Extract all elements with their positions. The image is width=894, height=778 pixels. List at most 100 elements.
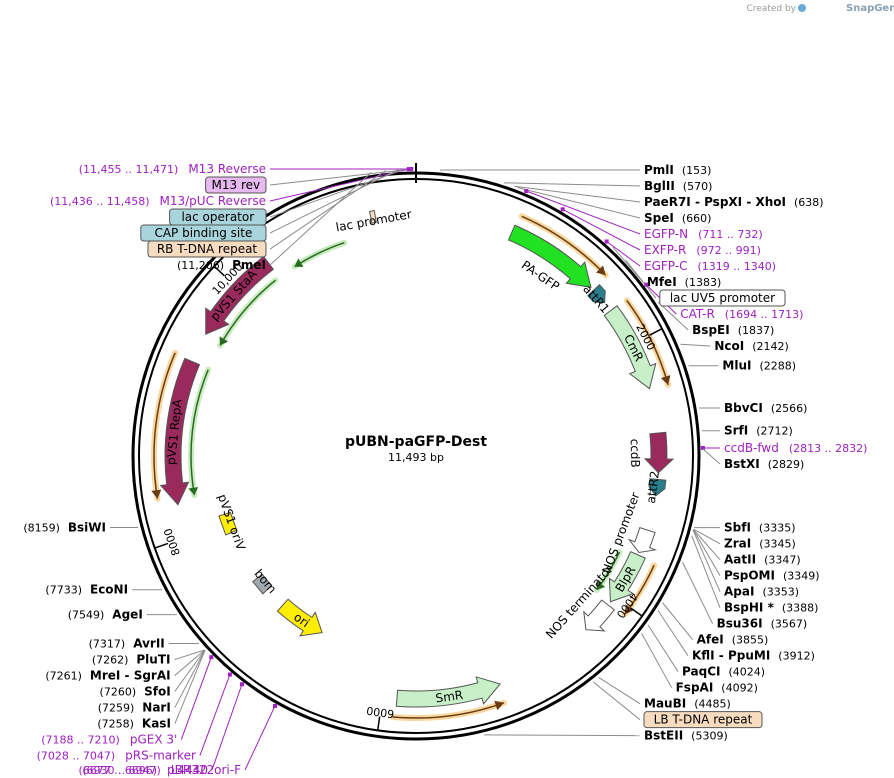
label-box-m13-rev[interactable]: M13 rev bbox=[205, 176, 267, 194]
site-label: BglII(570) bbox=[644, 179, 712, 193]
label-primer-egfp-n[interactable]: EGFP-N(711 .. 732) bbox=[644, 227, 763, 241]
primer-mark bbox=[227, 672, 232, 677]
label-site-sfoi[interactable]: (7260)SfoI bbox=[100, 685, 171, 699]
label-site-avrii[interactable]: (7317)AvrII bbox=[89, 637, 165, 651]
label-site-afei[interactable]: AfeI(3855) bbox=[697, 633, 769, 647]
label-site-pspomi[interactable]: PspOMI(3349) bbox=[724, 569, 820, 583]
feature-blpr[interactable] bbox=[608, 550, 646, 603]
feature-label-nos-terminator: NOS terminator bbox=[543, 562, 616, 641]
feature-label-pvs1-oriv: pVS1 oriV bbox=[215, 492, 248, 553]
label-site-paer7i[interactable]: PaeR7I - PspXI - XhoI(638) bbox=[644, 195, 824, 209]
feature-attr2[interactable] bbox=[648, 478, 667, 497]
feature-pvs1-staa[interactable] bbox=[205, 255, 275, 335]
label-primer-prs-marker[interactable]: (7028 .. 7047)pRS-marker bbox=[37, 749, 196, 763]
label-site-bsteii[interactable]: BstEII(5309) bbox=[644, 729, 728, 743]
feature-ori[interactable] bbox=[276, 598, 323, 637]
primer-label: ccdB-fwd(2813 .. 2832) bbox=[724, 441, 867, 455]
feature-nos-terminator[interactable] bbox=[583, 599, 616, 632]
feature-pa-gfp[interactable] bbox=[507, 224, 592, 288]
site-label: (7549)AgeI bbox=[68, 608, 143, 622]
label-primer-ccdb-fwd[interactable]: ccdB-fwd(2813 .. 2832) bbox=[724, 441, 867, 455]
label-box-lb-t-dna-repeat[interactable]: LB T-DNA repeat bbox=[643, 711, 763, 729]
leader-line bbox=[244, 705, 276, 771]
label-site-bspei[interactable]: BspEI(1837) bbox=[692, 323, 774, 337]
feature-smr[interactable] bbox=[395, 676, 501, 708]
box-label-text: RB T-DNA repeat bbox=[157, 242, 258, 256]
label-site-pmei[interactable]: (11,206)PmeI bbox=[177, 258, 266, 272]
label-site-bglii[interactable]: BglII(570) bbox=[644, 179, 712, 193]
site-label: MluI(2288) bbox=[722, 359, 796, 373]
label-primer-m13-reverse[interactable]: (11,455 .. 11,471)M13 Reverse bbox=[79, 162, 266, 176]
label-site-pluti[interactable]: (7262)PluTI bbox=[92, 653, 171, 667]
feature-nos-promoter[interactable] bbox=[627, 527, 658, 554]
label-site-kasi[interactable]: (7258)KasI bbox=[97, 717, 171, 731]
plasmid-name: pUBN-paGFP-Dest bbox=[345, 434, 487, 450]
primer-label: (11,455 .. 11,471)M13 Reverse bbox=[79, 162, 266, 176]
leader-line bbox=[174, 649, 205, 676]
label-primer-exfp-r[interactable]: EXFP-R(972 .. 991) bbox=[644, 243, 761, 257]
label-site-ncoi[interactable]: NcoI(2142) bbox=[714, 339, 788, 353]
leader-layer bbox=[110, 167, 721, 771]
label-site-apai[interactable]: ApaI(3353) bbox=[724, 585, 799, 599]
label-site-bsu36i[interactable]: Bsu36I(3567) bbox=[717, 617, 808, 631]
label-box-lac-uv5-promoter[interactable]: lac UV5 promoter bbox=[659, 289, 786, 307]
feature-ccdb[interactable] bbox=[643, 431, 675, 474]
feature-pvs1-oriv[interactable] bbox=[218, 511, 238, 536]
label-site-maubi[interactable]: MauBI(4485) bbox=[644, 697, 731, 711]
label-site-bbvci[interactable]: BbvCI(2566) bbox=[724, 401, 807, 415]
label-primer-pbr322ori-f[interactable]: (6677 .. 6696)pBR322ori-F bbox=[78, 763, 241, 777]
label-site-mrei-sgrai[interactable]: (7261)MreI - SgrAI bbox=[45, 669, 170, 683]
label-site-spei[interactable]: SpeI(660) bbox=[644, 211, 711, 225]
site-label: (7262)PluTI bbox=[92, 653, 171, 667]
site-label: PaqCI(4024) bbox=[682, 665, 765, 679]
label-site-bstxi[interactable]: BstXI(2829) bbox=[724, 457, 804, 471]
primer-label: (7188 .. 7210)pGEX 3' bbox=[41, 733, 177, 747]
feature-cmr[interactable] bbox=[603, 305, 657, 390]
label-primer-l4440[interactable]: (6930 .. 6947)L4440 bbox=[82, 763, 208, 777]
label-site-nari[interactable]: (7259)NarI bbox=[98, 701, 171, 715]
label-site-fspai[interactable]: FspAI(4092) bbox=[676, 681, 758, 695]
label-primer-cat-r[interactable]: CAT-R(1694 .. 1713) bbox=[680, 307, 803, 321]
label-site-mlui[interactable]: MluI(2288) bbox=[722, 359, 796, 373]
site-label: SrfI(2712) bbox=[724, 424, 793, 438]
label-site-agei[interactable]: (7549)AgeI bbox=[68, 608, 143, 622]
label-primer-pgex-3[interactable]: (7188 .. 7210)pGEX 3' bbox=[41, 733, 177, 747]
primer-label: EGFP-C(1319 .. 1340) bbox=[644, 259, 776, 273]
leader-line bbox=[682, 562, 714, 624]
feature-label-attr2: attR2 bbox=[644, 470, 662, 504]
label-primer-m13-puc-reverse[interactable]: (11,436 .. 11,458)M13/pUC Reverse bbox=[50, 194, 266, 208]
site-label: PspOMI(3349) bbox=[724, 569, 820, 583]
label-primer-egfp-c[interactable]: EGFP-C(1319 .. 1340) bbox=[644, 259, 776, 273]
label-site-econi[interactable]: (7733)EcoNI bbox=[45, 583, 128, 597]
leader-line bbox=[693, 529, 721, 561]
feature-attr1[interactable] bbox=[587, 284, 606, 304]
label-site-zrai[interactable]: ZraI(3345) bbox=[724, 537, 796, 551]
leader-line bbox=[657, 301, 689, 331]
snapgene-logo-icon bbox=[798, 4, 806, 12]
label-site-paqci[interactable]: PaqCI(4024) bbox=[682, 665, 765, 679]
site-label: SpeI(660) bbox=[644, 211, 711, 225]
label-box-rb-t-dna-repeat[interactable]: RB T-DNA repeat bbox=[147, 240, 267, 258]
label-box-lac-operator[interactable]: lac operator bbox=[169, 208, 267, 226]
feature-bom[interactable] bbox=[252, 573, 273, 595]
label-site-pmli[interactable]: PmlI(153) bbox=[644, 163, 711, 177]
primer-label: (11,436 .. 11,458)M13/pUC Reverse bbox=[50, 194, 266, 208]
label-site-kfli-ppumi[interactable]: KflI - PpuMI(3912) bbox=[692, 649, 815, 663]
feature-pvs1-repa[interactable] bbox=[159, 357, 201, 506]
leader-line bbox=[174, 649, 206, 692]
site-label: (8159)BsiWI bbox=[23, 521, 106, 535]
label-box-cap-binding-site[interactable]: CAP binding site bbox=[140, 224, 267, 242]
label-site-mfei[interactable]: MfeI(1383) bbox=[647, 275, 721, 289]
box-label-text: lac operator bbox=[181, 210, 254, 224]
label-site-bsiwi[interactable]: (8159)BsiWI bbox=[23, 521, 106, 535]
site-label: (7260)SfoI bbox=[100, 685, 171, 699]
site-label: MauBI(4485) bbox=[644, 697, 731, 711]
label-site-bsphi[interactable]: BspHI *(3388) bbox=[724, 601, 818, 615]
feature-lac-promoter[interactable] bbox=[368, 209, 377, 224]
site-label: Bsu36I(3567) bbox=[717, 617, 808, 631]
label-site-sbfi[interactable]: SbfI(3335) bbox=[724, 521, 796, 535]
leader-line bbox=[657, 610, 689, 656]
label-site-aatii[interactable]: AatII(3347) bbox=[724, 553, 801, 567]
label-site-srfi[interactable]: SrfI(2712) bbox=[724, 424, 793, 438]
